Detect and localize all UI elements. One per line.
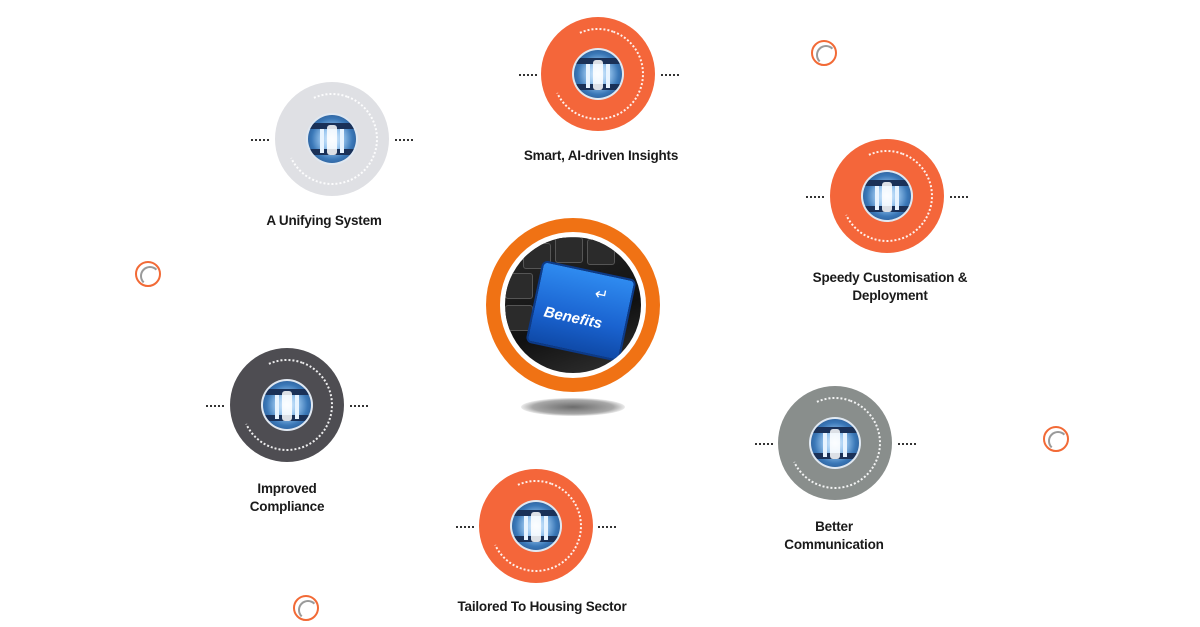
hub-shadow — [521, 398, 625, 416]
benefits-key-label: Benefits — [542, 303, 604, 333]
benefit-node-housing-sector — [477, 467, 595, 585]
server-corridor-icon — [261, 379, 313, 431]
connector-dots — [806, 196, 824, 198]
benefits-hub: ↵ Benefits — [486, 218, 660, 392]
connector-dots — [456, 526, 474, 528]
connector-dots — [395, 139, 413, 141]
connector-dots — [519, 74, 537, 76]
benefits-key: ↵ Benefits — [525, 259, 637, 363]
connector-dots — [950, 196, 968, 198]
server-corridor-icon — [572, 48, 624, 100]
decorative-ring-icon — [1043, 426, 1069, 452]
connector-dots — [598, 526, 616, 528]
benefit-label: Speedy Customisation & Deployment — [812, 270, 968, 303]
server-corridor-icon — [306, 113, 358, 165]
connector-dots — [661, 74, 679, 76]
benefit-label: Tailored To Housing Sector — [457, 599, 627, 614]
server-corridor-icon — [861, 170, 913, 222]
decorative-ring-icon — [811, 40, 837, 66]
benefit-label: Better Communication — [784, 519, 884, 552]
decorative-ring-icon — [135, 261, 161, 287]
benefit-label: Smart, AI-driven Insights — [523, 148, 679, 163]
benefit-label: Improved Compliance — [249, 481, 325, 514]
benefit-node-better-communication — [776, 384, 894, 502]
connector-dots — [898, 443, 916, 445]
benefit-node-speedy-customisation — [828, 137, 946, 255]
benefit-node-unifying-system — [273, 80, 391, 198]
server-corridor-icon — [510, 500, 562, 552]
decorative-ring-icon — [293, 595, 319, 621]
benefit-label: A Unifying System — [266, 213, 382, 228]
connector-dots — [206, 405, 224, 407]
connector-dots — [251, 139, 269, 141]
server-corridor-icon — [809, 417, 861, 469]
enter-arrow-icon: ↵ — [593, 285, 610, 306]
benefit-node-improved-compliance — [228, 346, 346, 464]
connector-dots — [350, 405, 368, 407]
benefit-node-ai-insights — [539, 15, 657, 133]
keyboard-image: ↵ Benefits — [505, 237, 641, 373]
connector-dots — [755, 443, 773, 445]
